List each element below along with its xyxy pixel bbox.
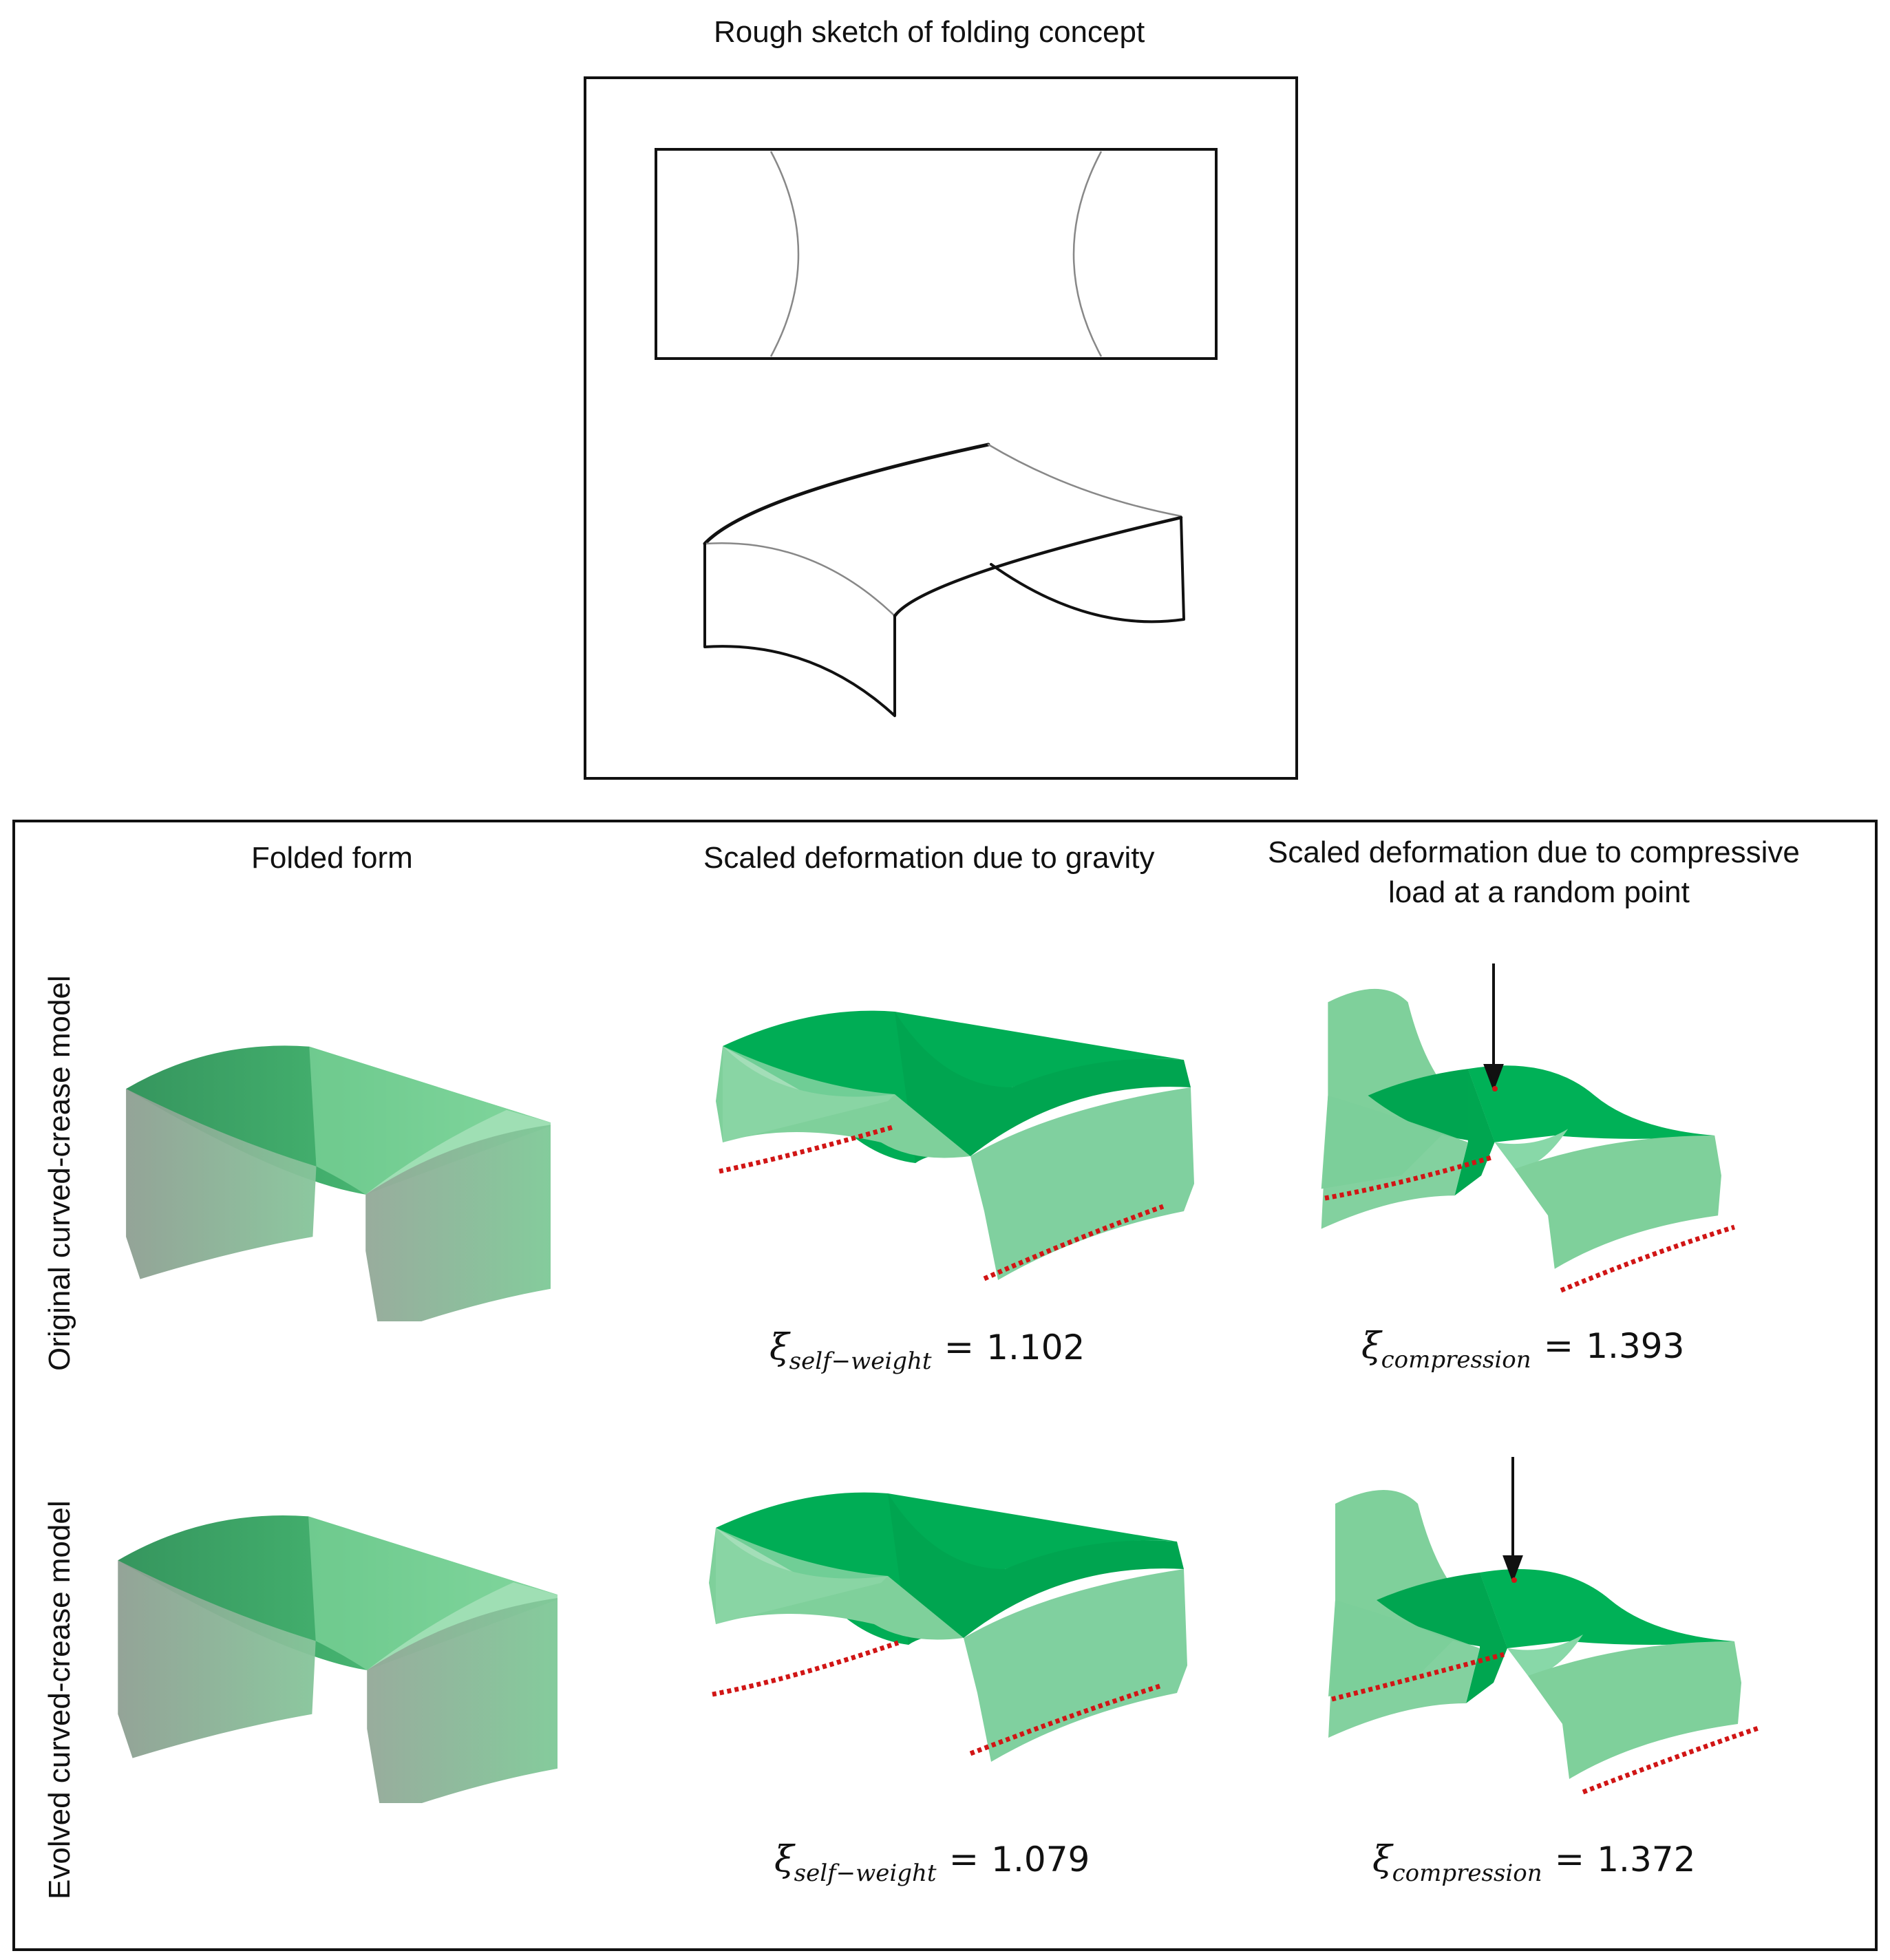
original-gravity-model bbox=[716, 1010, 1194, 1280]
sketch-left-crease bbox=[769, 151, 800, 357]
evolved-compression-model bbox=[1328, 1490, 1741, 1779]
column-header-folded: Folded form bbox=[251, 841, 413, 875]
sketch-flat-pattern bbox=[655, 148, 1218, 360]
sketch-right-crease bbox=[1072, 151, 1103, 357]
original-compression-metric: ξcompression=1.393 bbox=[1361, 1325, 1685, 1374]
original-compression-model bbox=[1321, 988, 1721, 1269]
original-folded-model bbox=[126, 1045, 551, 1321]
sketch-folded-shape bbox=[703, 443, 1185, 717]
load-arrows bbox=[1483, 963, 1523, 1583]
column-header-compressive-line1: Scaled deformation due to compressive bbox=[1268, 835, 1800, 869]
evolved-gravity-model bbox=[709, 1492, 1187, 1762]
results-panel-frame bbox=[12, 820, 1878, 1951]
evolved-folded-model bbox=[118, 1515, 558, 1803]
column-header-gravity: Scaled deformation due to gravity bbox=[703, 841, 1155, 875]
row-label-evolved: Evolved curved-crease model bbox=[43, 1500, 76, 1899]
sketch-frame bbox=[584, 76, 1298, 780]
evolved-self-weight-metric: ξself−weight=1.079 bbox=[774, 1839, 1090, 1887]
support-markers bbox=[712, 1124, 1760, 1795]
original-self-weight-metric: ξself−weight=1.102 bbox=[769, 1327, 1085, 1375]
row-label-original: Original curved-crease model bbox=[43, 975, 76, 1371]
evolved-compression-metric: ξcompression=1.372 bbox=[1372, 1839, 1696, 1887]
column-header-compressive-line2: load at a random point bbox=[1388, 875, 1690, 909]
sketch-title: Rough sketch of folding concept bbox=[714, 15, 1145, 49]
